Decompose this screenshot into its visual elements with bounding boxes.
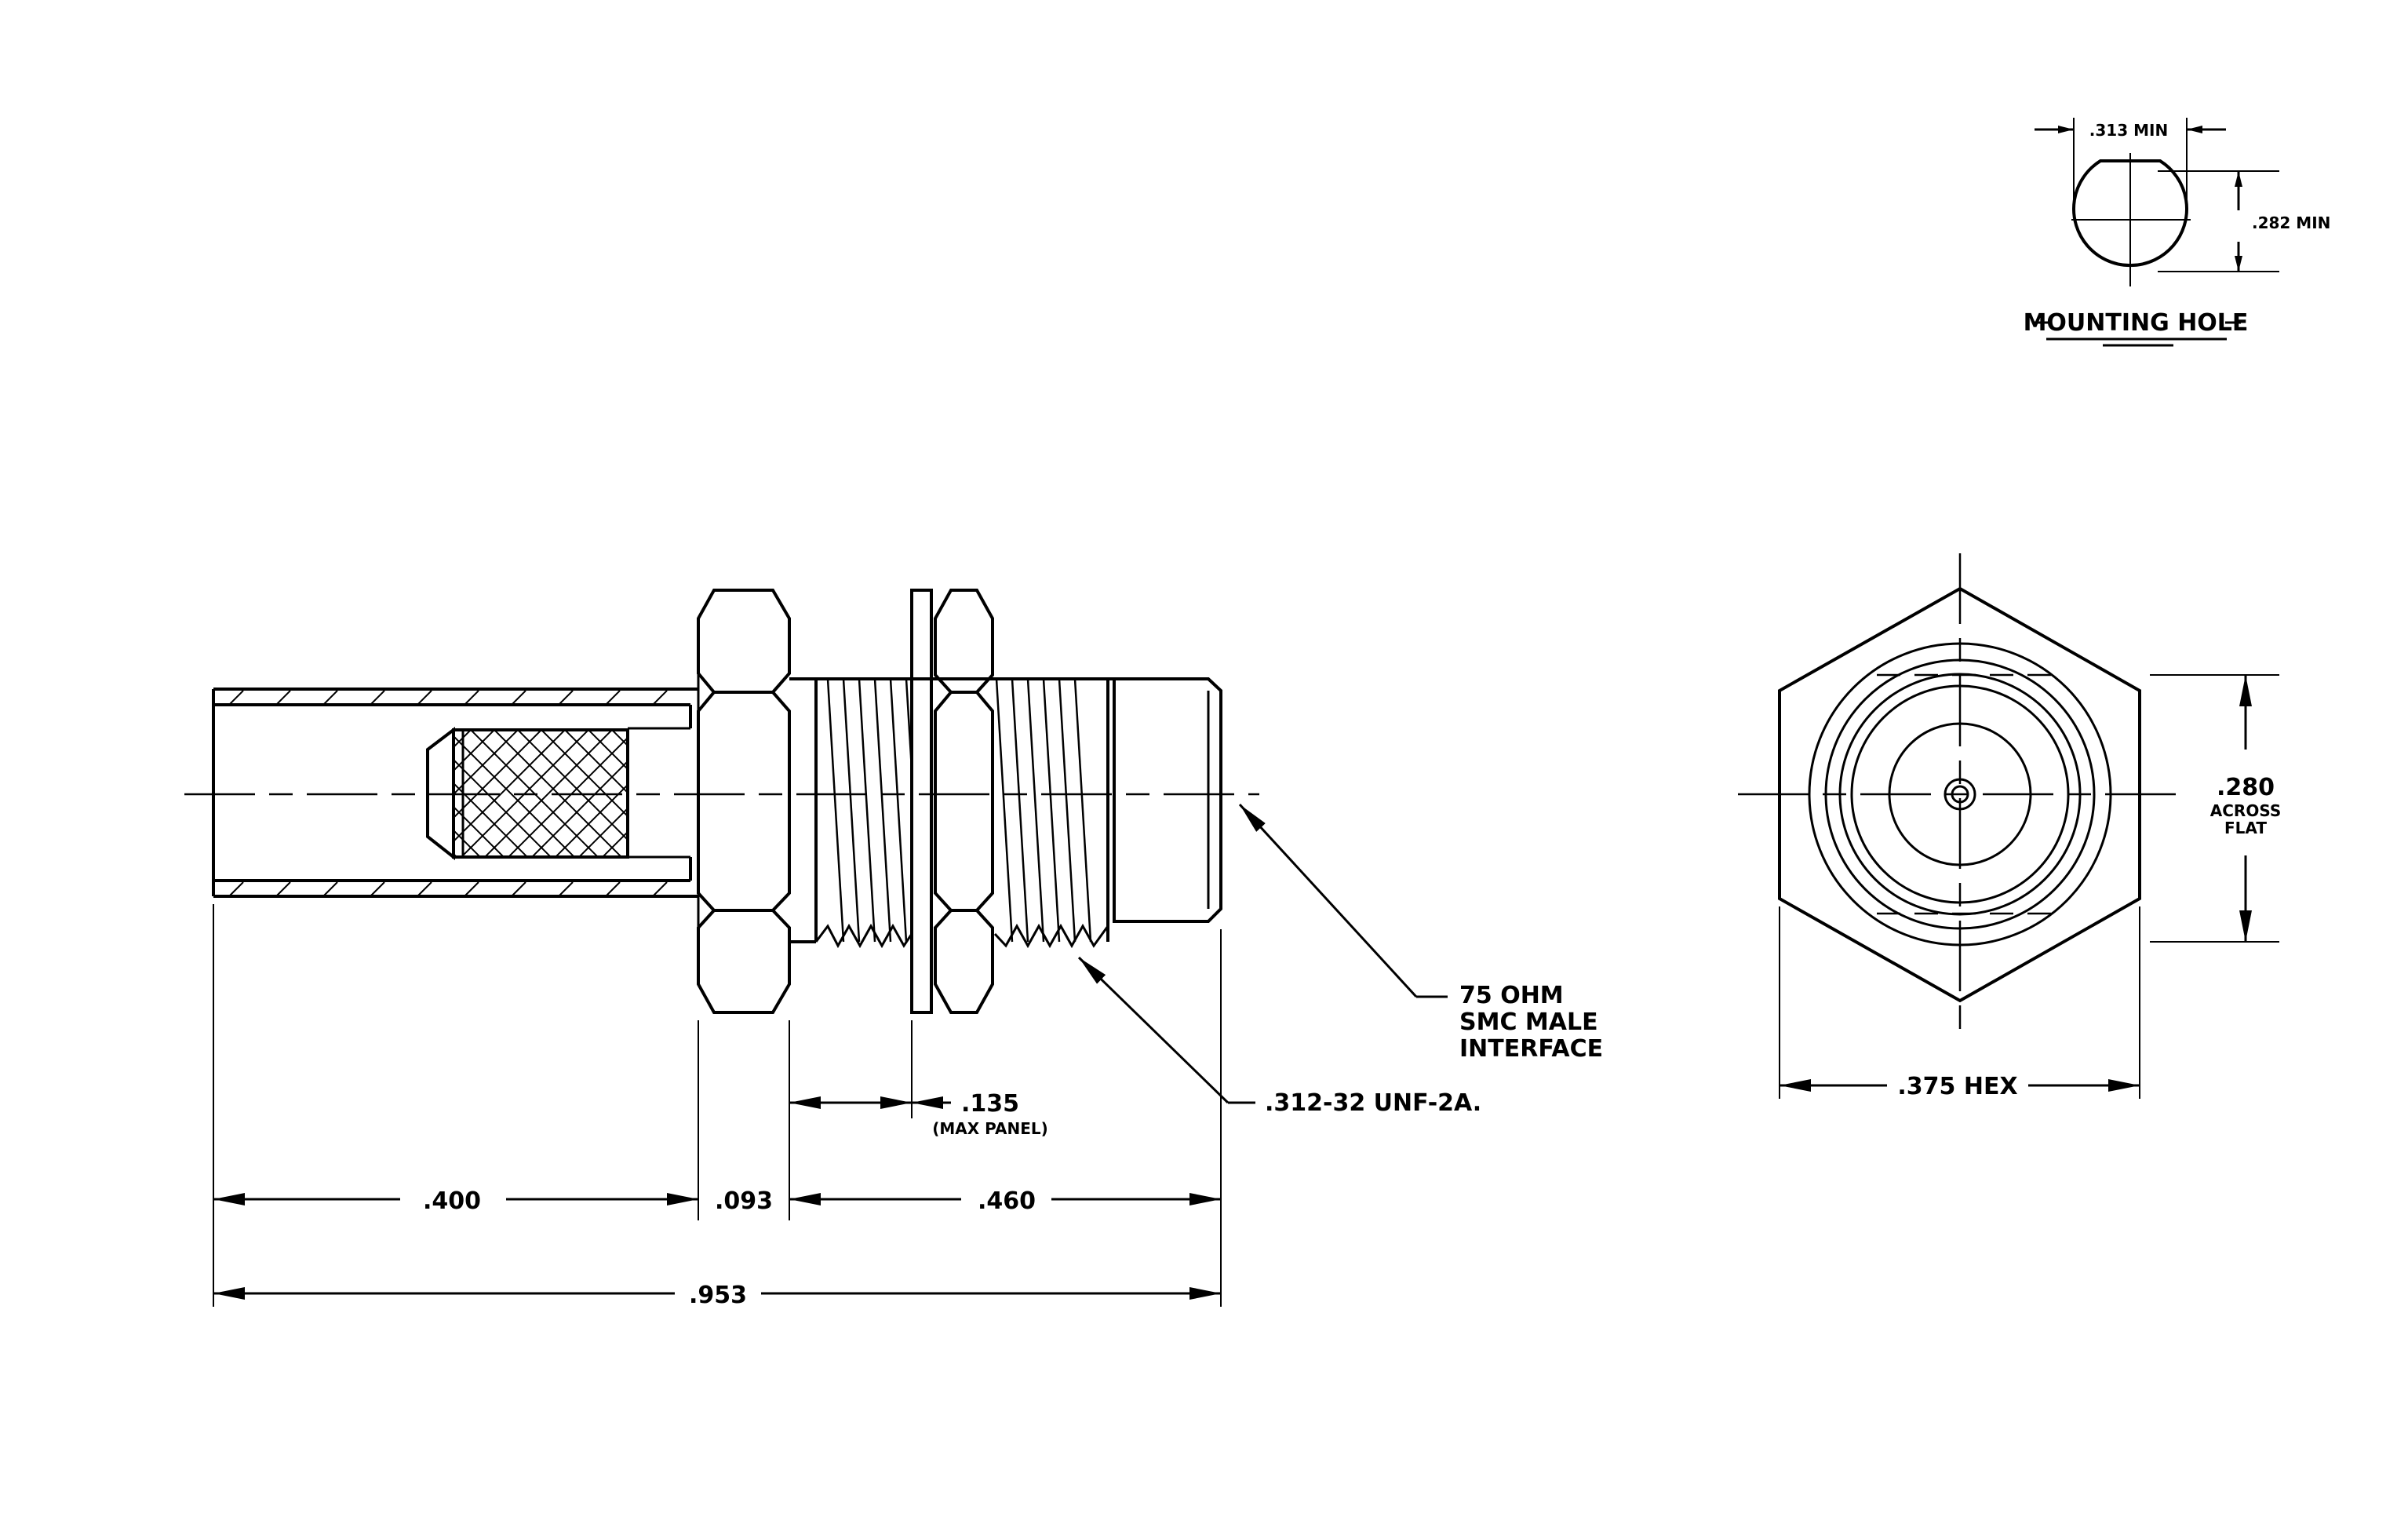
- front-length-dim: .460: [978, 1187, 1036, 1215]
- rear-hex: [697, 589, 791, 1014]
- rear-length-dim: .400: [423, 1187, 481, 1215]
- end-view: .280 ACROSS FLAT .375 HEX: [1738, 553, 2281, 1100]
- threaded-body: [789, 677, 1114, 949]
- mounting-hole-detail: .313 MIN .282 MIN MOUNTING HOLE: [2024, 118, 2330, 347]
- panel-nut: [934, 589, 994, 1014]
- overall-length-dim: .953: [689, 1282, 747, 1309]
- interface-note-line3: INTERFACE: [1459, 1035, 1603, 1063]
- thread-lines: [826, 678, 1092, 943]
- mounting-hole-profile: [2072, 159, 2188, 268]
- panel-dim-note: (MAX PANEL): [932, 1119, 1048, 1138]
- across-flat-note2: FLAT: [2224, 819, 2267, 837]
- interface-note-line2: SMC MALE: [1459, 1009, 1598, 1036]
- mounting-hole-width-dim: .313 MIN: [2089, 121, 2168, 140]
- side-view: 75 OHM SMC MALE INTERFACE .312-32 UNF-2A…: [184, 589, 1603, 1309]
- thread-note: .312-32 UNF-2A.: [1265, 1089, 1481, 1117]
- ferrule-wall-hatch: [228, 690, 668, 897]
- hex-width-dim: .375 HEX: [1897, 1073, 2017, 1100]
- smc-interface: [1113, 677, 1222, 923]
- mounting-hole-height-dim: .282 MIN: [2252, 213, 2330, 232]
- interface-note-line1: 75 OHM: [1459, 982, 1564, 1009]
- across-flat-dim: .280: [2217, 774, 2275, 801]
- panel-dim: .135: [961, 1090, 1019, 1118]
- panel-washer: [910, 589, 933, 1014]
- hex-length-dim: .093: [715, 1187, 773, 1215]
- crimp-ferrule: [212, 688, 698, 898]
- mounting-hole-title: MOUNTING HOLE: [2024, 309, 2249, 337]
- across-flat-note1: ACROSS: [2210, 801, 2281, 820]
- hex-outline: [1778, 586, 2141, 1003]
